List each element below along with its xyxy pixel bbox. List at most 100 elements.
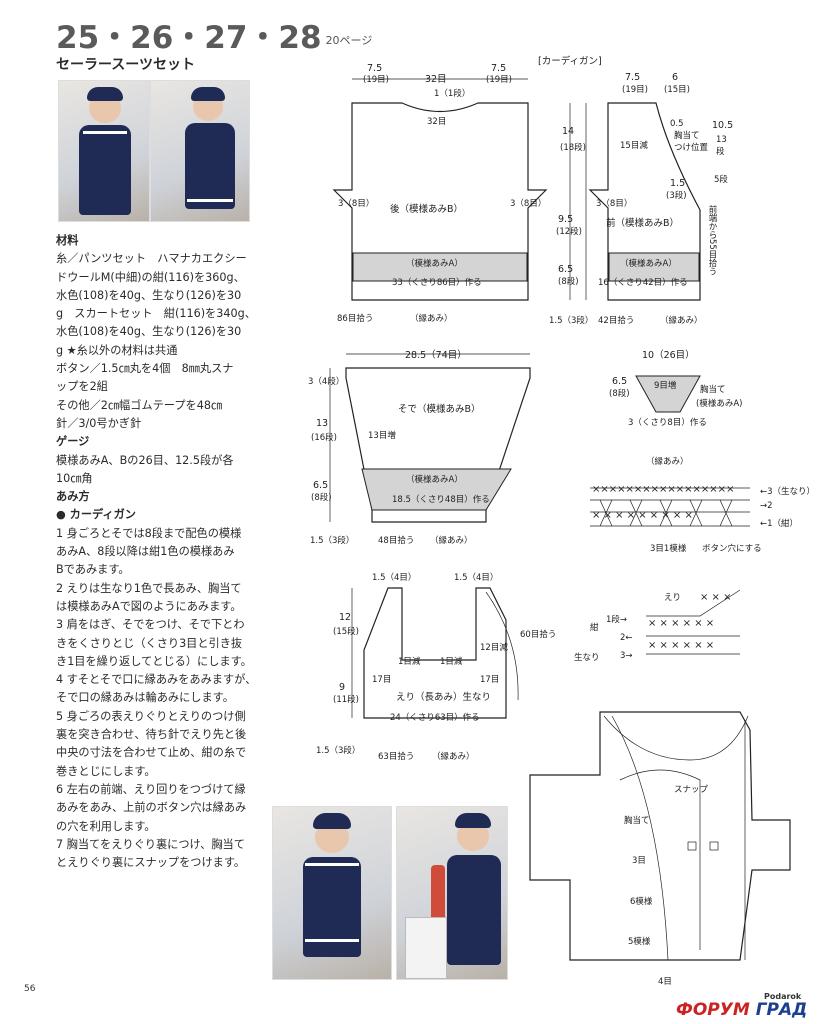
section-label: [カーディガン]	[538, 55, 602, 67]
assembly-6rep: 6模様	[630, 896, 653, 907]
photo-pants-set	[396, 806, 508, 980]
bib-chain: 3（くさり8目）作る	[628, 417, 707, 428]
assembly-4sts: 4目	[658, 977, 672, 987]
front-pickup: 42目拾う	[598, 315, 634, 326]
front-decrease: 15目減	[620, 140, 648, 151]
bib-width: 10（26目）	[642, 349, 695, 361]
collar-pick63: 63目拾う	[378, 751, 414, 762]
edge-row1: ←1（紺）	[760, 518, 798, 529]
bib-diagram: 10（26目） 6.5 (8段) 9目増 胸当て (模様あみA) 3（くさり8目…	[609, 349, 742, 428]
back-neck-sts: 32目	[427, 117, 446, 127]
photo-skirt-set	[272, 806, 392, 980]
back-h1-rows: (18段)	[560, 142, 586, 153]
text-line: きをくさりとじ（くさり3目と引き抜	[56, 636, 243, 650]
back-label: 後（模様あみB）	[390, 203, 463, 215]
front-r3: 1.5	[670, 178, 685, 189]
back-width-right: 7.5	[491, 63, 506, 74]
sleeve-increase: 13目増	[368, 430, 396, 441]
text-line: 6 左右の前端、えり回りをつづけて縁	[56, 782, 246, 796]
bib-pattern: (模様あみA)	[696, 398, 742, 409]
sleeve-h2-rows: (8段)	[311, 492, 332, 503]
back-h3: 6.5	[558, 264, 573, 275]
text-line: ドウールM(中細)の紺(116)を360g、	[56, 270, 245, 284]
collar-r3: 3→	[620, 651, 633, 661]
front-w2-sts: (15目)	[664, 85, 690, 95]
text-line: あみをあみ、上前のボタン穴は縁あみ	[56, 801, 247, 815]
collar-stitch-chart: えり × × × × × ×× × × × × ×× × × 紺 生なり 1段→…	[574, 589, 741, 663]
text-line: 2 えりは生なり1色で長あみ、胸当て	[56, 581, 242, 595]
collar-17a: 17目	[372, 675, 391, 685]
svg-text:× × × × × ×: × × × × × ×	[648, 640, 714, 651]
collar-diagram: 1.5（4目） 1.5（4目） 12 (15段) 9 (11段) 1目減 1目減…	[316, 572, 556, 762]
text-line: 模様あみA、Bの26目、12.5段が各	[56, 453, 234, 467]
text-line: 中央の寸法を合わせて止め、紺の糸で	[56, 746, 247, 760]
collar-white: 生なり	[574, 652, 600, 663]
front-bib-label: 胸当て	[674, 130, 700, 141]
page-reference: 20ページ	[325, 33, 373, 47]
collar-h1-rows: (15段)	[333, 626, 359, 637]
front-r2: 5段	[714, 174, 728, 185]
text-line: は模様あみAで図のようにあみます。	[56, 599, 242, 613]
bib-increase: 9目増	[654, 380, 676, 391]
front-band: （模様あみA）	[620, 258, 677, 269]
sleeve-width: 28.5（74目）	[405, 349, 467, 361]
svg-text:× × ×: × × ×	[700, 592, 732, 603]
collar-r1: 1段→	[606, 614, 627, 625]
front-r1b: 13	[716, 135, 727, 145]
collar-r2: 2←	[620, 633, 633, 643]
sleeve-pickup: 48目拾う	[378, 535, 414, 546]
sleeve-top-rows: 3（4段）	[308, 376, 344, 387]
collar-h2-rows: (11段)	[333, 694, 359, 705]
watermark-small: Podarok	[764, 992, 802, 1001]
collar-top-right: 1.5（4目）	[454, 572, 498, 583]
assembly-snap: スナップ	[674, 785, 709, 795]
svg-text:× × × × × × × × ×: × × × × × × × × ×	[592, 510, 693, 521]
back-h1: 14	[562, 126, 574, 137]
collar-pick60: 60目拾う	[520, 629, 556, 640]
back-h2: 9.5	[558, 214, 573, 225]
collar-label: えり（長あみ）生なり	[396, 691, 491, 703]
back-neck-rows: 1（1段）	[434, 88, 470, 99]
text-line: ップを2組	[56, 380, 108, 394]
back-h3-rows: (8段)	[558, 276, 579, 287]
text-line: 5 身ごろの表えりぐりとえりのつけ側	[56, 709, 246, 723]
bib-h-rows: (8段)	[609, 388, 630, 399]
edge-row2: →2	[760, 501, 773, 511]
front-r1c: 段	[716, 146, 725, 157]
text-line: 材料	[56, 234, 79, 247]
sleeve-label: そで（模様あみB）	[398, 403, 481, 415]
collar-dec12: 12目減	[480, 642, 508, 653]
front-side-pickup: 前端から55目拾う	[707, 204, 717, 275]
text-line: g スカートセット 紺(116)を340g、	[56, 307, 256, 321]
text-line: 巻きとじにします。	[56, 764, 156, 778]
edge-row3: ←3（生なり）	[760, 486, 815, 497]
svg-text:×××××××××××××××××: ×××××××××××××××××	[592, 484, 734, 495]
text-line: 10㎝角	[56, 471, 93, 485]
back-width-left-sts: (19目)	[363, 75, 389, 85]
front-w2: 6	[672, 72, 678, 83]
text-line: 水色(108)を40g、生なり(126)を30	[56, 325, 242, 339]
svg-text:× × × × × ×: × × × × × ×	[648, 618, 714, 629]
photo-front-view	[58, 80, 150, 222]
back-edging: （縁あみ）	[410, 313, 453, 324]
back-panel-diagram: 7.5 (19目) 32目 7.5 (19目) 1（1段） 32目 後（模様あみ…	[332, 63, 593, 326]
text-line: 裏を突き合わせ、待ち針でえり先と後	[56, 728, 247, 742]
collar-dec1: 1目減	[398, 656, 421, 667]
front-chain-start: 16（くさり42目）作る	[598, 277, 688, 288]
watermark-a: ФОРУМ	[676, 1000, 750, 1020]
sleeve-h1: 13	[316, 418, 328, 429]
text-line: の穴を利用します。	[56, 819, 156, 833]
text-line: 3 肩をはぎ、そでをつけ、そで下とわ	[56, 618, 245, 632]
text-line: ● カーディガン	[56, 508, 136, 522]
back-pickup: 86目拾う	[337, 313, 373, 324]
front-cut: 3（8目）	[596, 198, 632, 209]
sleeve-diagram: 28.5（74目） 3（4段） 13 (16段) 13目増 そで（模様あみB） …	[308, 349, 531, 546]
sleeve-h1-rows: (16段)	[311, 432, 337, 443]
collar-17b: 17目	[480, 675, 499, 685]
collar-dec2: 1目減	[440, 656, 463, 667]
edge-repeat: 3目1模様	[650, 543, 687, 554]
collar-h2: 9	[339, 682, 345, 693]
back-h2-rows: (12段)	[556, 226, 582, 237]
